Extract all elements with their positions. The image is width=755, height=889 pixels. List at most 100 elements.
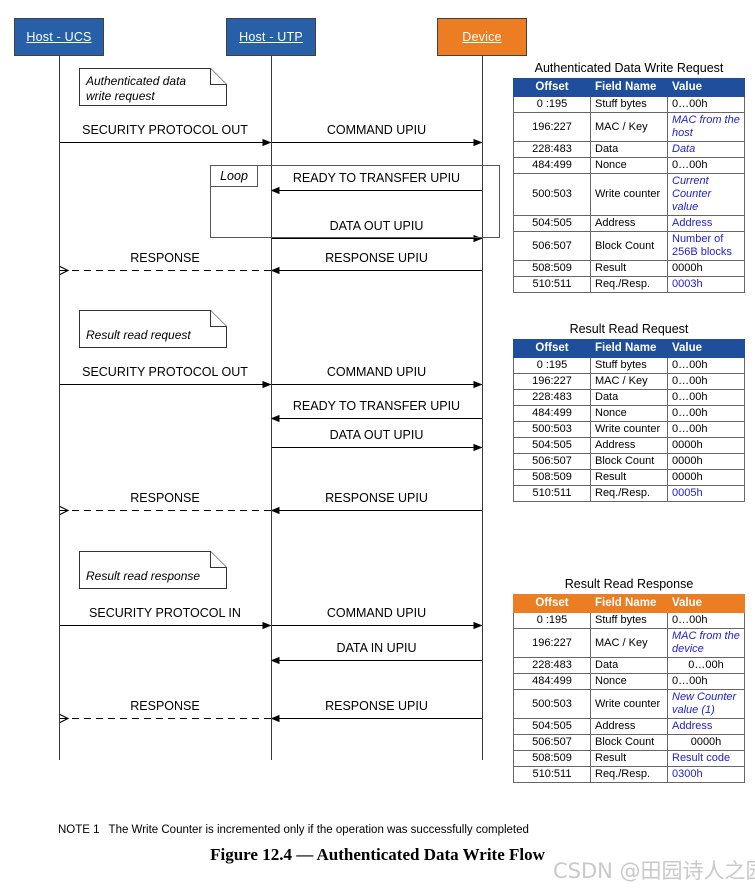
cell-value: 0000h [667, 260, 745, 277]
cell-field-name: Stuff bytes [590, 96, 668, 113]
cell-field-name: Req./Resp. [590, 276, 668, 293]
column-header-field-name: Field Name [590, 339, 668, 358]
cell-offset: 510:511 [513, 485, 591, 502]
cell-offset: 484:499 [513, 405, 591, 422]
sequence-diagram: Host - UCS Host - UTP Device Authenticated… [0, 18, 527, 820]
message-label-response-upiu-2: RESPONSE UPIU [325, 491, 428, 505]
cell-value: 0…00h [667, 612, 745, 629]
note-shape [79, 551, 227, 589]
cell-value: Data [667, 141, 745, 158]
message-label-ready-to-transfer-upiu-1: READY TO TRANSFER UPIU [292, 171, 461, 185]
note-line: Authenticated data [86, 74, 187, 88]
cell-value: 0000h [667, 734, 745, 751]
message-label-ready-to-transfer-upiu-2: READY TO TRANSFER UPIU [292, 399, 461, 413]
cell-offset: 228:483 [513, 657, 591, 674]
actor-box-device[interactable]: Device [437, 18, 527, 56]
note-text: Result read request [86, 328, 191, 342]
table-header-row: Offset Field Name Value [513, 594, 745, 613]
cell-field-name: MAC / Key [590, 628, 668, 658]
column-header-offset: Offset [513, 594, 591, 613]
message-label-command-upiu-1: COMMAND UPIU [326, 123, 427, 137]
cell-value: 0…00h [667, 357, 745, 374]
cell-field-name: Stuff bytes [590, 612, 668, 629]
figure-caption: Figure 12.4 — Authenticated Data Write F… [210, 845, 545, 864]
note-result-read-response: Result read response [79, 551, 227, 589]
note-result-read-request: Result read request [79, 310, 227, 348]
loop-fragment-label: Loop [210, 165, 258, 187]
cell-value: 0003h [667, 276, 745, 293]
cell-offset: 504:505 [513, 718, 591, 735]
cell-field-name: Req./Resp. [590, 485, 668, 502]
cell-value: 0…00h [667, 373, 745, 390]
cell-offset: 504:505 [513, 437, 591, 454]
actor-label: Host - UTP [239, 30, 303, 44]
cell-value: 0000h [667, 437, 745, 454]
actor-box-host-utp[interactable]: Host - UTP [226, 18, 316, 56]
table-title: Result Read Request [569, 322, 689, 336]
cell-offset: 506:507 [513, 734, 591, 751]
cell-field-name: Result [590, 469, 668, 486]
cell-field-name: Write counter [590, 689, 668, 719]
actor-box-host-ucs[interactable]: Host - UCS [14, 18, 104, 56]
cell-value: 0…00h [667, 157, 745, 174]
cell-value: 0000h [667, 453, 745, 470]
cell-value: MAC from the host [667, 112, 745, 142]
message-label-response-3: RESPONSE [130, 699, 200, 713]
note-shape [79, 310, 227, 348]
cell-value: MAC from the device [667, 628, 745, 658]
message-label-security-protocol-in: SECURITY PROTOCOL IN [89, 606, 241, 620]
cell-offset: 500:503 [513, 173, 591, 216]
cell-field-name: Address [590, 718, 668, 735]
cell-offset: 506:507 [513, 231, 591, 261]
cell-value: 0…00h [667, 389, 745, 406]
sequence-diagram-canvas [0, 138, 483, 820]
cell-value: Address [667, 215, 745, 232]
cell-offset: 500:503 [513, 421, 591, 438]
cell-offset: 228:483 [513, 389, 591, 406]
cell-field-name: Address [590, 215, 668, 232]
column-header-value: Value [667, 594, 745, 613]
cell-field-name: MAC / Key [590, 373, 668, 390]
cell-offset: 500:503 [513, 689, 591, 719]
cell-value: Number of 256B blocks [667, 231, 745, 261]
lifeline-host-ucs [59, 56, 60, 760]
cell-value: 0…00h [667, 405, 745, 422]
cell-offset: 484:499 [513, 157, 591, 174]
cell-field-name: Block Count [590, 734, 668, 751]
cell-field-name: Result [590, 750, 668, 767]
cell-field-name: Data [590, 657, 668, 674]
lifeline-host-utp [271, 56, 272, 760]
table-result-read-request: Result Read Request Offset Field Name Va… [513, 322, 745, 502]
cell-field-name: Stuff bytes [590, 357, 668, 374]
cell-value: 0300h [667, 766, 745, 783]
lifeline-device [482, 56, 483, 760]
note-text: Result read response [86, 569, 201, 583]
cell-value: New Counter value (1) [667, 689, 745, 719]
message-label-response-upiu-1: RESPONSE UPIU [325, 251, 428, 265]
column-header-field-name: Field Name [590, 78, 668, 97]
cell-offset: 506:507 [513, 453, 591, 470]
actor-label: Device [462, 30, 502, 44]
message-label-security-protocol-out-1: SECURITY PROTOCOL OUT [82, 123, 248, 137]
